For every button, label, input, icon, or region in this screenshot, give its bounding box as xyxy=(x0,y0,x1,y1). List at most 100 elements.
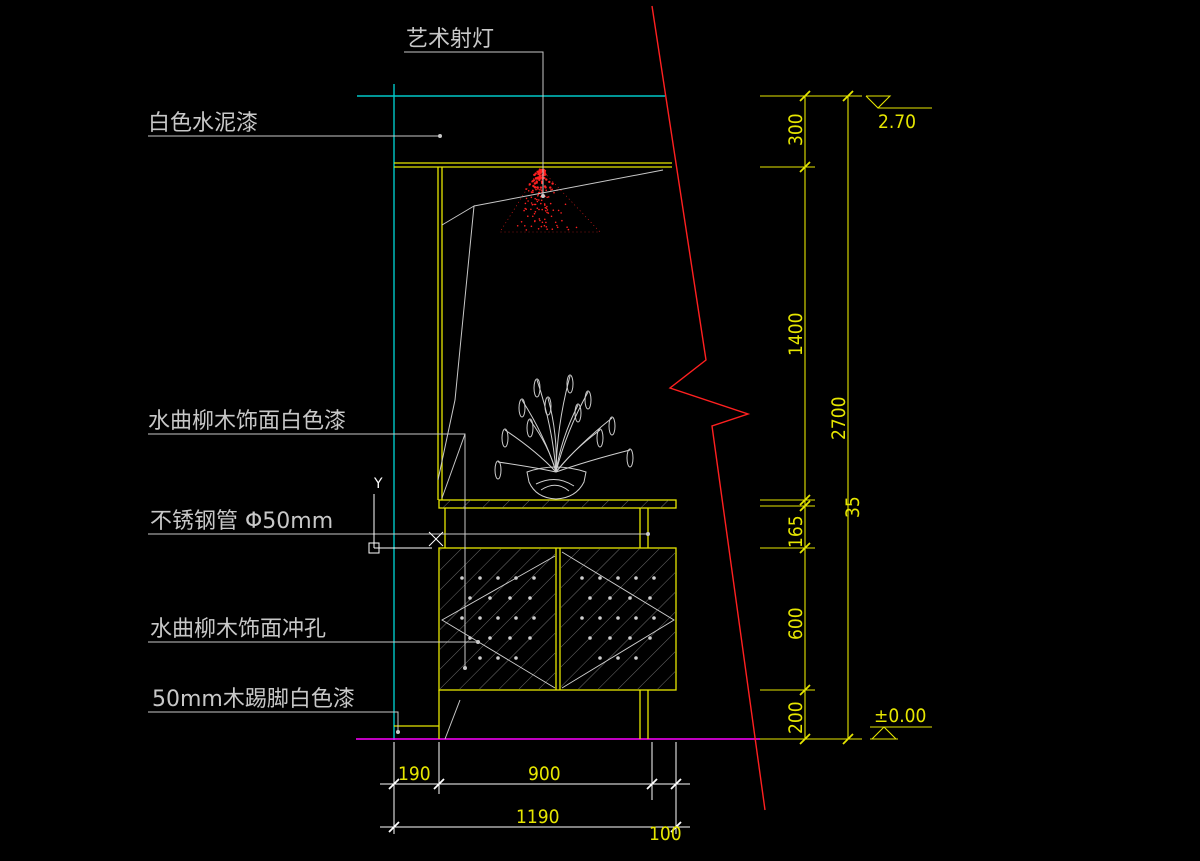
perforation-hole xyxy=(496,656,500,660)
perforation-hole xyxy=(598,656,602,660)
spotlight-glow-dot xyxy=(532,215,534,218)
dim-1400: 1400 xyxy=(785,313,807,357)
spotlight-glow-dot xyxy=(527,200,529,202)
spotlight-glow-dot xyxy=(551,188,553,191)
perforation-hole xyxy=(528,596,532,600)
spotlight-glow-dot xyxy=(551,228,554,230)
spotlight-glow-dot xyxy=(544,210,547,212)
perforation-hole xyxy=(488,636,492,640)
vertical-dimensions xyxy=(760,90,862,745)
horizontal-dimensions xyxy=(380,742,690,834)
spotlight-glow-dot xyxy=(561,219,563,222)
spotlight-glow-dot xyxy=(536,177,539,180)
spotlight-glow-dot xyxy=(547,196,550,198)
perforation-hole xyxy=(634,576,638,580)
spotlight-glow-dot xyxy=(545,221,547,224)
spotlight-glow-dot xyxy=(546,205,548,208)
countertop-hatch xyxy=(439,500,676,508)
dim-600: 600 xyxy=(785,607,807,640)
perforation-hole xyxy=(648,636,652,640)
label-willow-white-paint: 水曲柳木饰面白色漆 xyxy=(148,409,346,434)
spotlight-glow-dot xyxy=(530,191,533,193)
spotlight-glow-dot xyxy=(525,188,527,190)
spotlight-glow-dot xyxy=(539,186,543,189)
wall-lines xyxy=(356,84,760,740)
perforation-hole xyxy=(616,576,620,580)
perforation-hole xyxy=(616,656,620,660)
spotlight-glow-dot xyxy=(533,182,537,185)
level-bottom-label: ±0.00 xyxy=(874,705,926,727)
spotlight-glow-dot xyxy=(538,191,541,194)
vase-reed xyxy=(504,429,557,473)
spotlight-fixture xyxy=(499,167,601,233)
spotlight-glow-dot xyxy=(544,218,546,221)
spotlight-glow-dot xyxy=(548,180,551,184)
spotlight-glow-dot xyxy=(541,208,543,211)
perforation-hole xyxy=(588,636,592,640)
perforation-hole xyxy=(598,616,602,620)
spotlight-glow-dot xyxy=(553,191,555,194)
vase-reed xyxy=(555,391,589,473)
dim-1190: 1190 xyxy=(516,806,560,828)
spotlight-glow-dot xyxy=(531,203,534,206)
spotlight-glow-dot xyxy=(537,228,540,230)
spotlight-glow-dot xyxy=(536,186,539,189)
spotlight-glow-dot xyxy=(540,199,543,202)
perforation-hole xyxy=(460,616,464,620)
spotlight-glow-dot xyxy=(534,203,537,206)
spotlight-glow-dot xyxy=(532,179,536,182)
spotlight-glow-dot xyxy=(530,208,532,211)
perforation-hole xyxy=(588,596,592,600)
vase-reed xyxy=(547,397,557,473)
perforation-hole xyxy=(652,576,656,580)
label-steel-pipe: 不锈钢管 Φ50mm xyxy=(150,509,333,534)
ucs-y-label: Y xyxy=(373,476,383,492)
spotlight-glow-dot xyxy=(549,202,552,205)
spotlight-glow-dot xyxy=(530,225,533,228)
perforation-hole xyxy=(532,576,536,580)
spotlight-glow-dot xyxy=(534,211,537,213)
perforation-hole xyxy=(648,596,652,600)
spotlight-glow-dot xyxy=(534,197,536,200)
vase-reed xyxy=(497,461,557,473)
spotlight-glow-dot xyxy=(538,208,540,211)
spotlight-glow-dot xyxy=(524,202,527,205)
vase-reed-head xyxy=(574,403,582,423)
spotlight-glow-dot xyxy=(533,212,536,215)
dim-900: 900 xyxy=(528,763,561,785)
vase-reed-head xyxy=(533,378,541,398)
spotlight-glow-dot xyxy=(545,226,548,228)
perforation-hole xyxy=(580,616,584,620)
spotlight-glow-dot xyxy=(536,198,538,201)
perforation-hole xyxy=(508,596,512,600)
spotlight-glow-dot xyxy=(535,180,538,183)
spotlight-glow-dot xyxy=(536,200,539,203)
perforation-hole xyxy=(634,616,638,620)
spotlight-glow-dot xyxy=(534,172,537,175)
label-white-cement-paint: 白色水泥漆 xyxy=(148,111,258,136)
spotlight-glow-dot xyxy=(537,195,539,197)
spotlight-glow-dot xyxy=(543,185,547,188)
dim-100: 100 xyxy=(649,823,682,845)
perforation-hole xyxy=(598,576,602,580)
vase-reed-head xyxy=(608,416,616,436)
spotlight-glow-dot xyxy=(525,197,528,200)
vase-reed-head xyxy=(501,428,509,448)
vase-reed-head xyxy=(584,390,592,410)
label-skirting: 50mm木踢脚白色漆 xyxy=(152,687,355,712)
spotlight-glow-dot xyxy=(546,209,549,211)
perforation-hole xyxy=(652,616,656,620)
label-spotlight: 艺术射灯 xyxy=(406,27,494,52)
spotlight-glow-dot xyxy=(556,226,559,229)
spotlight-glow-dot xyxy=(545,178,548,181)
spotlight-glow-dot xyxy=(549,186,552,189)
perforation-hole xyxy=(514,656,518,660)
spotlight-glow-dot xyxy=(538,218,541,220)
spotlight-glow-dot xyxy=(543,173,546,177)
spotlight-glow-dot xyxy=(541,221,544,224)
spotlight-glow-dot xyxy=(540,202,542,205)
spotlight-glow-dot xyxy=(547,212,550,214)
spotlight-glow-dot xyxy=(525,229,528,231)
spotlight-glow-dot xyxy=(550,215,553,218)
